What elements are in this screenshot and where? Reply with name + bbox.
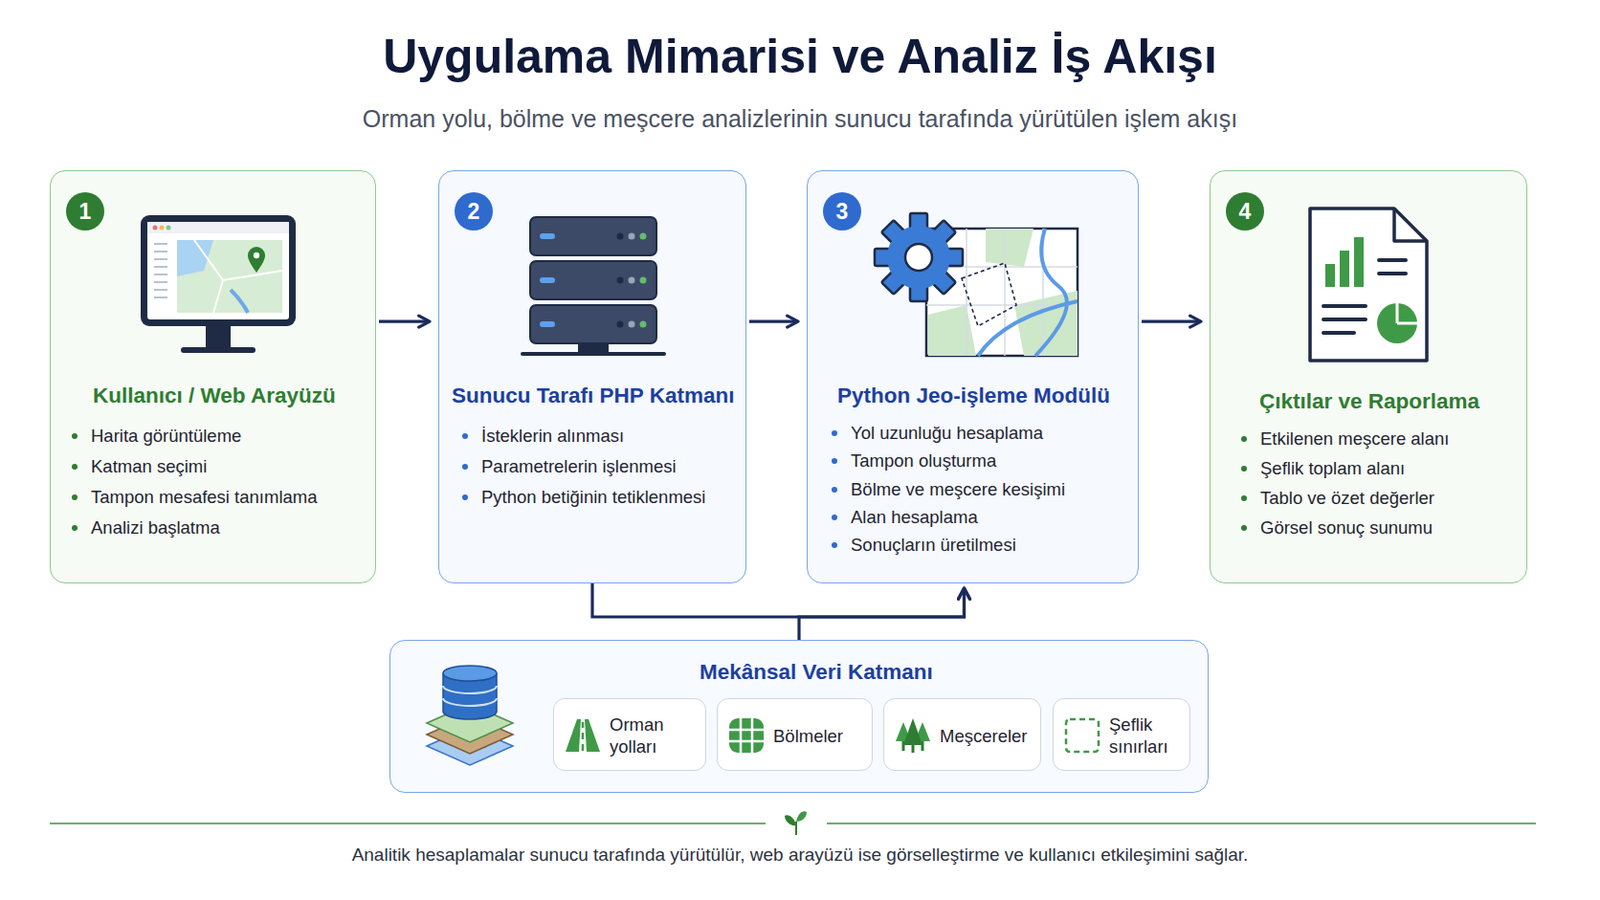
- data-chip: Meşcereler: [883, 698, 1042, 772]
- bullet-item: Analizi başlatma: [71, 516, 221, 540]
- bullet-item: İsteklerin alınması: [462, 424, 624, 448]
- step-heading: Sunucu Tarafı PHP Katmanı: [451, 382, 734, 410]
- bullet-item: Yol uzunluğu hesaplama: [831, 422, 1044, 445]
- rule-line: [826, 822, 1536, 825]
- bullet-item: Bölme ve meşcere kesişimi: [831, 478, 1066, 502]
- step-box: 2Sunucu Tarafı PHP Katmanıİsteklerin alı…: [438, 170, 747, 584]
- boundary-icon: [1063, 716, 1102, 756]
- bullet-item: Python betiğinin tetiklenmesi: [462, 486, 706, 510]
- subtitle: Orman yolu, bölme ve meşcere analizlerin…: [0, 105, 1600, 134]
- step-box: 3Python Jeo-işleme ModülüYol uzunluğu he…: [806, 170, 1139, 584]
- database-icon: [421, 662, 519, 770]
- bullet-item: Şeflik toplam alanı: [1241, 457, 1405, 481]
- server-icon: [520, 213, 667, 358]
- data-chip: Bölmeler: [716, 698, 873, 772]
- data-chip: Orman yolları: [553, 698, 707, 772]
- rule-line: [49, 822, 766, 825]
- footer-caption: Analitik hesaplamalar sunucu tarafında y…: [0, 844, 1600, 867]
- data-layer-box: Mekânsal Veri Katmanı Orman yolları Bölm…: [389, 640, 1209, 794]
- step-box: 1Kullanıcı / Web ArayüzüHarita görüntüle…: [49, 170, 377, 584]
- bullet-item: Sonuçların üretilmesi: [831, 533, 1017, 557]
- flow-connector: [592, 583, 965, 618]
- trees-icon: [893, 716, 933, 756]
- flow-connector: [749, 320, 799, 324]
- bullet-item: Tablo ve özet değerler: [1241, 487, 1435, 511]
- bullet-item: Alan hesaplama: [831, 506, 978, 530]
- step-number: 4: [1225, 192, 1265, 231]
- geoprocessing-icon: [870, 209, 1083, 360]
- bullet-item: Etkilenen meşcere alanı: [1241, 427, 1449, 451]
- bullet-item: Katman seçimi: [71, 455, 207, 479]
- chip-label: Bölmeler: [773, 725, 868, 748]
- step-heading: Çıktılar ve Raporlama: [1259, 388, 1480, 416]
- chip-label: Şeflik sınırları: [1109, 713, 1186, 758]
- chip-label: Orman yolları: [609, 713, 702, 758]
- chip-label: Meşcereler: [939, 725, 1037, 748]
- step-number: 2: [454, 192, 493, 231]
- bullet-item: Görsel sonuç sunumu: [1241, 516, 1433, 540]
- step-heading: Kullanıcı / Web Arayüzü: [92, 382, 336, 410]
- flow-connector: [378, 320, 430, 324]
- bullet-item: Tampon oluşturma: [831, 449, 997, 473]
- leaf-icon: [784, 811, 807, 836]
- step-box: 4Çıktılar ve RaporlamaEtkilenen meşcere …: [1209, 170, 1528, 584]
- road-icon: [563, 716, 602, 756]
- flow-connector: [799, 588, 965, 641]
- bullet-item: Parametrelerin işlenmesi: [462, 455, 677, 479]
- step-heading: Python Jeo-işleme Modülü: [837, 382, 1111, 410]
- flow-connector: [1141, 320, 1201, 324]
- step-number: 3: [822, 192, 862, 231]
- step-number: 1: [66, 192, 105, 231]
- report-icon: [1306, 204, 1431, 365]
- bullet-item: Harita görüntüleme: [71, 424, 242, 448]
- grid-icon: [727, 716, 766, 756]
- data-chip: Şeflik sınırları: [1052, 698, 1191, 772]
- bullet-item: Tampon mesafesi tanımlama: [71, 486, 318, 510]
- monitor-icon: [136, 213, 300, 360]
- layer-heading: Mekânsal Veri Katmanı: [699, 659, 934, 687]
- diagram-title: Uygulama Mimarisi ve Analiz İş Akışı: [0, 28, 1600, 85]
